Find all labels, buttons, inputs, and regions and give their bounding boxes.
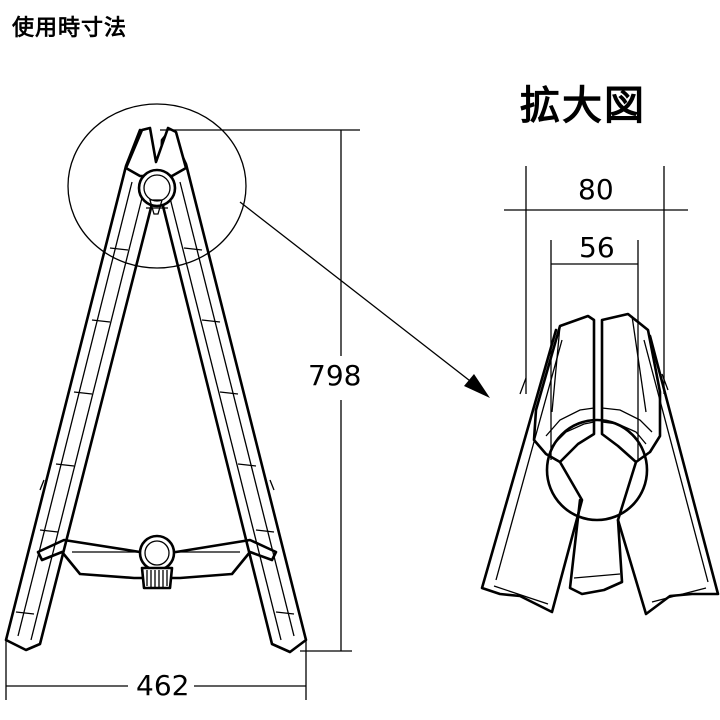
pointer-arrow [239, 201, 490, 398]
enlarged-detail [480, 166, 720, 616]
inner-width-dimension-label: 56 [579, 231, 615, 264]
width-dimension-label: 462 [136, 669, 190, 702]
left-leg [4, 128, 157, 652]
detail-title: 拡大図 [520, 83, 646, 129]
outer-width-dimension-label: 80 [578, 173, 614, 206]
detail-pivot [545, 418, 649, 522]
magnify-circle [67, 103, 247, 269]
detail-left-arm [532, 314, 596, 464]
detail-right-arm [600, 312, 662, 464]
height-dimension-label: 798 [308, 359, 362, 392]
a-frame-stand [4, 103, 308, 654]
page-title: 使用時寸法 [12, 16, 128, 41]
dimension-lines [5, 129, 360, 700]
grip [140, 566, 174, 590]
